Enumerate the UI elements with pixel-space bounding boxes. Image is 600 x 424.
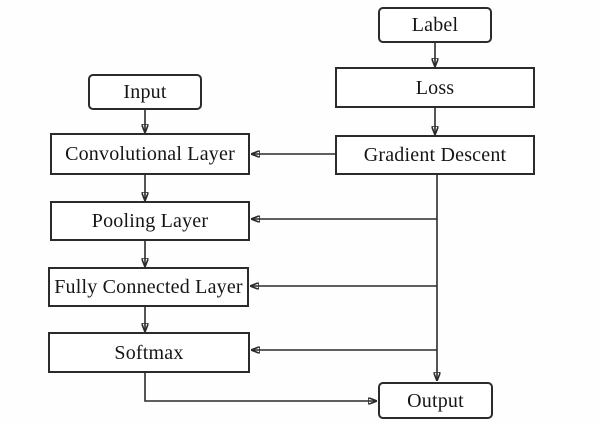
- node-output-text: Output: [407, 389, 464, 412]
- node-input-text: Input: [123, 81, 167, 103]
- node-softmax-text: Softmax: [114, 341, 184, 364]
- node-output: Output: [378, 382, 493, 419]
- node-loss: Loss: [335, 67, 535, 108]
- node-loss-text: Loss: [415, 76, 455, 99]
- node-convolutional-layer-text: Convolutional Layer: [65, 143, 235, 165]
- node-gradient-descent: Gradient Descent: [335, 135, 535, 175]
- node-pooling-layer-text: Pooling Layer: [91, 210, 209, 232]
- node-gradient-descent-text: Gradient Descent: [363, 144, 507, 166]
- edge-softmax-output: [144, 373, 376, 401]
- node-convolutional-layer: Convolutional Layer: [50, 133, 250, 175]
- node-label: Label: [378, 7, 492, 43]
- node-pooling-layer: Pooling Layer: [50, 201, 250, 241]
- node-label-text: Label: [411, 14, 459, 36]
- node-fully-connected-layer: Fully Connected Layer: [48, 267, 249, 307]
- node-softmax: Softmax: [48, 332, 250, 373]
- node-input: Input: [88, 74, 202, 110]
- node-fully-connected-layer-text: Fully Connected Layer: [54, 276, 243, 298]
